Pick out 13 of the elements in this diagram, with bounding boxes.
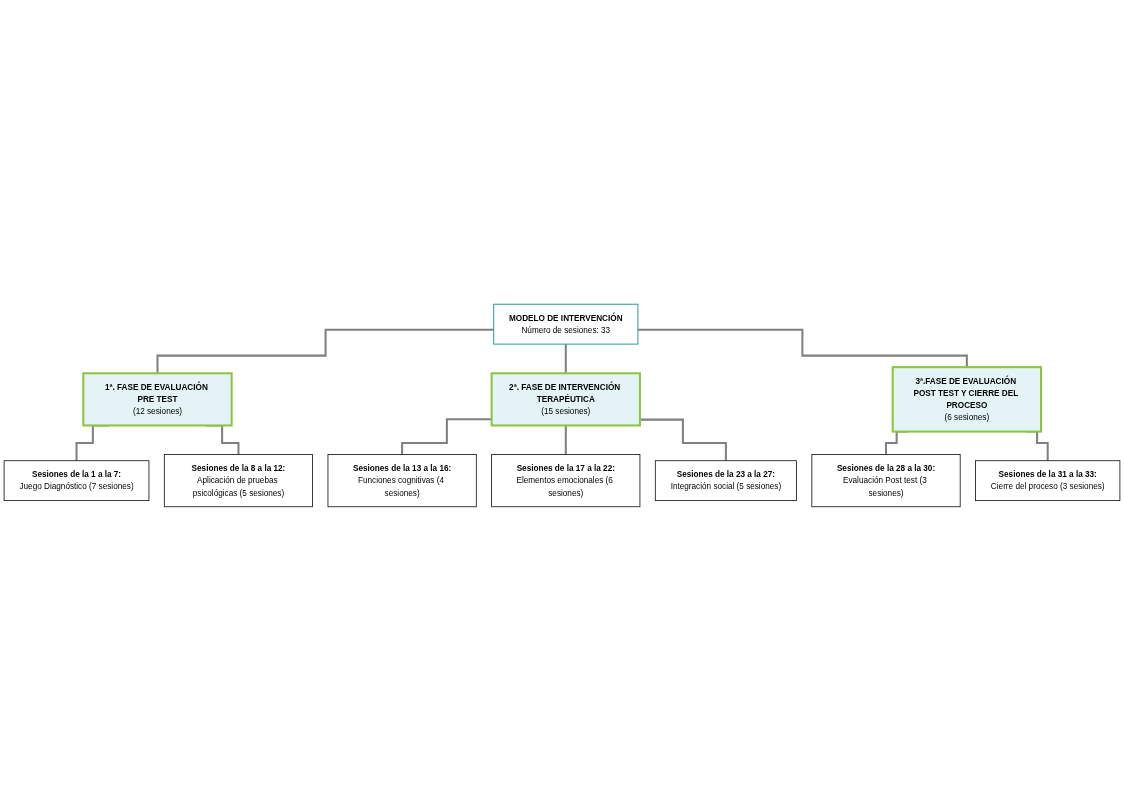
node-box: Sesiones de la 8 a la 12: Aplicación de pruebas psicológicas (5 sesiones) [163,454,313,508]
connector [639,418,727,462]
node-box: Sesiones de la 1 a la 7: Juego Diagnóstico (7 sesiones) [3,460,150,501]
node-box: Sesiones de la 23 a la 27: Integración social (5 sesiones) [654,460,797,501]
node-box: Sesiones de la 13 a la 16: Funciones cognitivas (4 sesiones) [327,454,477,508]
connector [401,418,492,456]
node-box: Sesiones de la 17 a la 22: Elementos emocionales (6 sesiones) [491,454,641,508]
node-box: 2ª. FASE DE INTERVENCIÓN TERAPÉUTICA (15 sesiones) [490,372,641,427]
node-box: 3ª.FASE DE EVALUACIÓN POST TEST Y CIERRE DEL PROCESO (6 sesiones) [891,366,1043,433]
node-box: MODELO DE INTERVENCIÓN Número de sesiones: 33 [493,303,639,345]
node-box: Sesiones de la 31 a la 33: Cierre del proceso (3 sesiones) [975,460,1121,501]
node-box: 1ª. FASE DE EVALUACIÓN PRE TEST (12 sesiones) [82,372,233,427]
node-box: Sesiones de la 28 a la 30: Evaluación Post test (3 sesiones) [811,454,961,508]
